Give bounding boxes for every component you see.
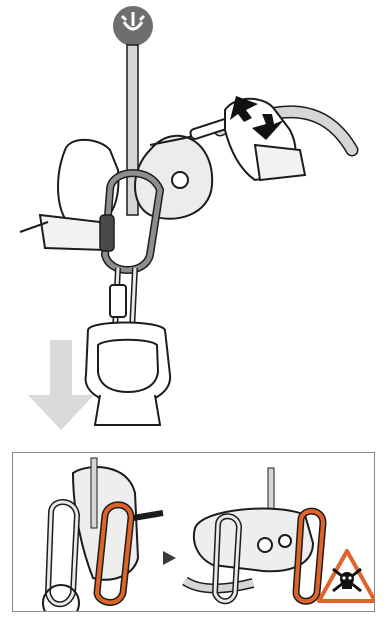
detail-panel bbox=[12, 452, 375, 612]
detail-right-illustration bbox=[185, 468, 323, 601]
play-triangle-icon bbox=[163, 551, 176, 565]
descender-device bbox=[135, 118, 231, 219]
anchor-rotation-icon bbox=[113, 6, 153, 46]
harness-ring bbox=[86, 323, 170, 426]
down-arrow-icon bbox=[28, 340, 94, 430]
detail-left-illustration bbox=[43, 458, 163, 612]
skull-crossbones-warning-icon bbox=[319, 551, 375, 601]
